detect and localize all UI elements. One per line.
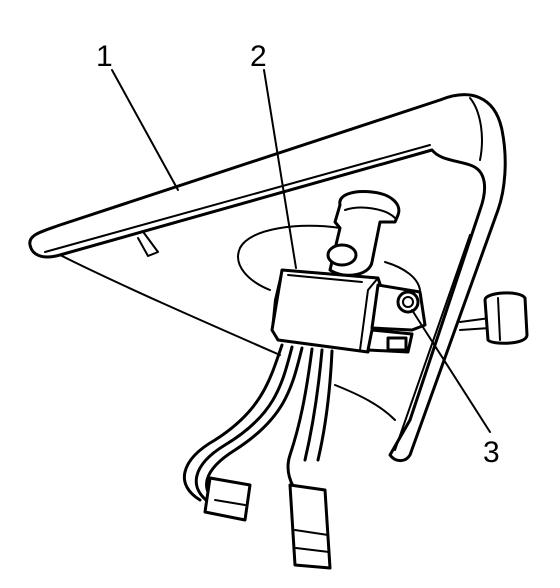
callout-1: 1 (96, 40, 113, 73)
adjuster-knob (459, 291, 529, 345)
leader-line-2 (263, 69, 297, 269)
leader-line-3 (411, 309, 491, 433)
callout-2: 2 (250, 40, 267, 73)
leader-line-1 (111, 69, 179, 191)
retaining-screw (396, 290, 420, 314)
wire-harness (182, 343, 334, 570)
callout-3: 3 (483, 436, 500, 469)
mounting-bracket (28, 93, 507, 463)
lamp-socket-assembly (270, 190, 427, 354)
leader-lines (111, 69, 491, 433)
